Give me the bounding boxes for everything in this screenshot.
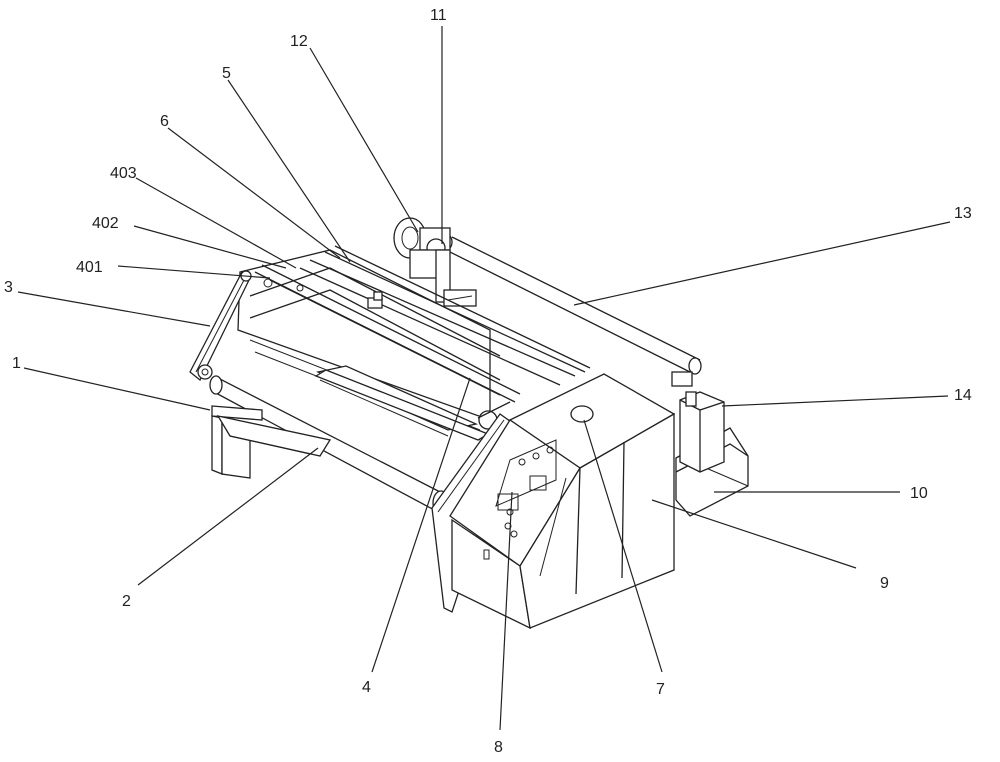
- label-10: 10: [910, 485, 928, 502]
- motor-assembly: [393, 217, 477, 307]
- label-2: 2: [122, 593, 131, 610]
- control-cabinet: [449, 373, 676, 630]
- label-6: 6: [160, 113, 169, 130]
- reference-labels: 1 2 3 4 5 6 7 8 9 10 11 12 13 14 401 402…: [4, 7, 972, 756]
- right-base: [675, 391, 749, 517]
- label-8: 8: [494, 739, 503, 756]
- cross-rails: [254, 245, 591, 403]
- label-4: 4: [362, 679, 371, 696]
- left-side-plate: [189, 270, 252, 382]
- main-frame: [237, 249, 501, 441]
- label-12: 12: [290, 33, 308, 50]
- label-7: 7: [656, 681, 665, 698]
- label-1: 1: [12, 355, 21, 372]
- label-9: 9: [880, 575, 889, 592]
- label-403: 403: [110, 165, 137, 182]
- label-14: 14: [954, 387, 972, 404]
- machine-drawing: [189, 217, 749, 630]
- label-5: 5: [222, 65, 231, 82]
- label-3: 3: [4, 279, 13, 296]
- label-402: 402: [92, 215, 119, 232]
- left-stand: [211, 405, 332, 479]
- label-13: 13: [954, 205, 972, 222]
- label-11: 11: [430, 7, 447, 24]
- guide-bar: [314, 369, 511, 441]
- label-401: 401: [76, 259, 103, 276]
- leader-lines: [17, 26, 951, 731]
